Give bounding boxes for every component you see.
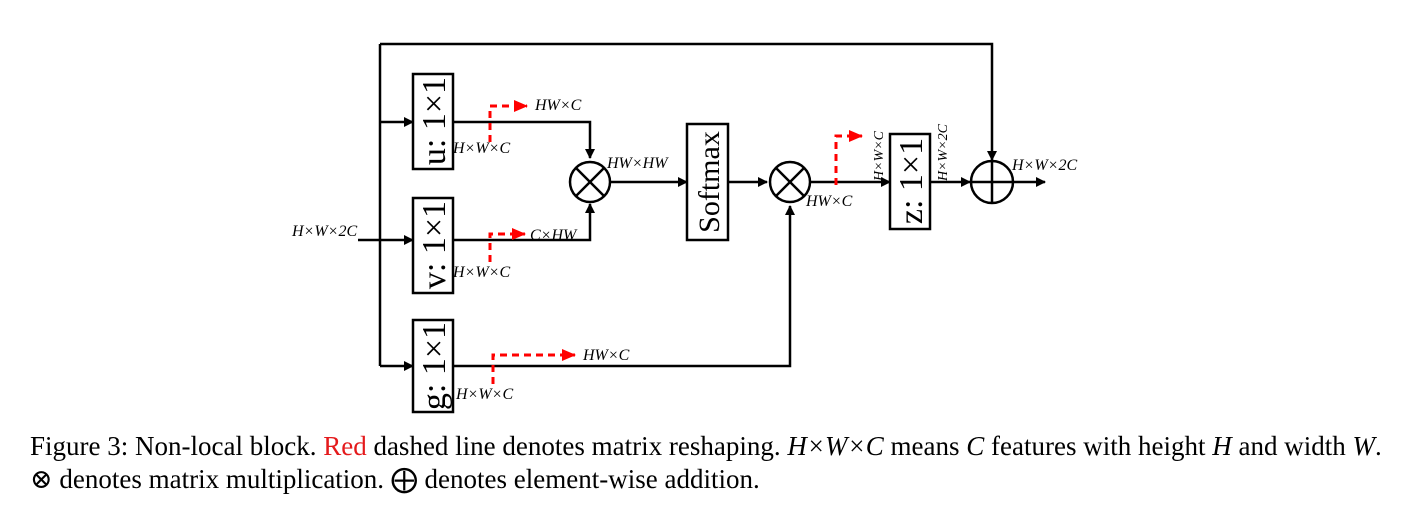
z-conv-box xyxy=(888,132,932,231)
residual-skip-line xyxy=(380,42,997,161)
caption-red-word: Red xyxy=(323,431,367,461)
u-conv-label: u: 1×1 xyxy=(416,77,453,165)
figure-caption: Figure 3: Non-local block. Red dashed li… xyxy=(30,430,1390,496)
caption-dims: H×W×C xyxy=(787,431,884,461)
u-conv-box xyxy=(411,72,455,171)
v-conv-label: v: 1×1 xyxy=(416,201,453,289)
caption-c: C xyxy=(966,431,985,461)
caption-part4: and width xyxy=(1238,431,1346,461)
v-out-label: H×W×C xyxy=(452,264,510,281)
caption-w: W xyxy=(1352,431,1375,461)
caption-h: H xyxy=(1212,431,1232,461)
output-dim-label: H×W×2C xyxy=(1011,157,1077,174)
mult2-out-label: HW×C xyxy=(805,193,853,210)
mult2-reshape-arrow xyxy=(834,130,863,185)
v-output-line xyxy=(453,203,595,242)
caption-part3: features with height xyxy=(991,431,1206,461)
v-reshape-label: C×HW xyxy=(530,227,578,244)
g-out-label: H×W×C xyxy=(455,386,513,403)
z-in-label: H×W×C xyxy=(872,130,887,182)
v-reshape-arrow xyxy=(488,228,526,262)
softmax-box xyxy=(685,122,730,242)
input-dim-label: H×W×2C xyxy=(291,223,357,240)
matrix-multiplication-icon xyxy=(568,160,612,204)
g-output-line xyxy=(453,205,795,368)
g-conv-box xyxy=(411,318,455,414)
g-reshape-label: HW×C xyxy=(582,347,630,364)
element-wise-addition-icon xyxy=(969,159,1015,205)
g-conv-label: g: 1×1 xyxy=(416,322,453,410)
caption-part5: . ⊗ denotes matrix multiplication. ⨁ den… xyxy=(30,431,1382,494)
u-out-label: H×W×C xyxy=(452,140,510,157)
caption-prefix: Figure 3: Non-local block. xyxy=(30,431,317,461)
z-conv-label: z: 1×1 xyxy=(893,138,930,224)
caption-part1: dashed line denotes matrix reshaping. xyxy=(373,431,781,461)
u-reshape-label: HW×C xyxy=(534,97,582,114)
softmax-label: Softmax xyxy=(693,131,726,233)
mult1-out-label: HW×HW xyxy=(606,155,669,172)
matrix-multiplication-icon xyxy=(768,160,812,204)
z-out-label: H×W×2C xyxy=(936,123,951,182)
non-local-block-diagram: u: 1×1 v: 1×1 g: 1×1 Softmax z: 1×1 H×W×… xyxy=(291,42,1077,414)
u-reshape-arrow xyxy=(488,100,528,142)
caption-part2: means xyxy=(890,431,960,461)
g-reshape-arrow xyxy=(491,349,576,384)
v-conv-box xyxy=(411,196,455,295)
u-output-line xyxy=(453,120,595,159)
